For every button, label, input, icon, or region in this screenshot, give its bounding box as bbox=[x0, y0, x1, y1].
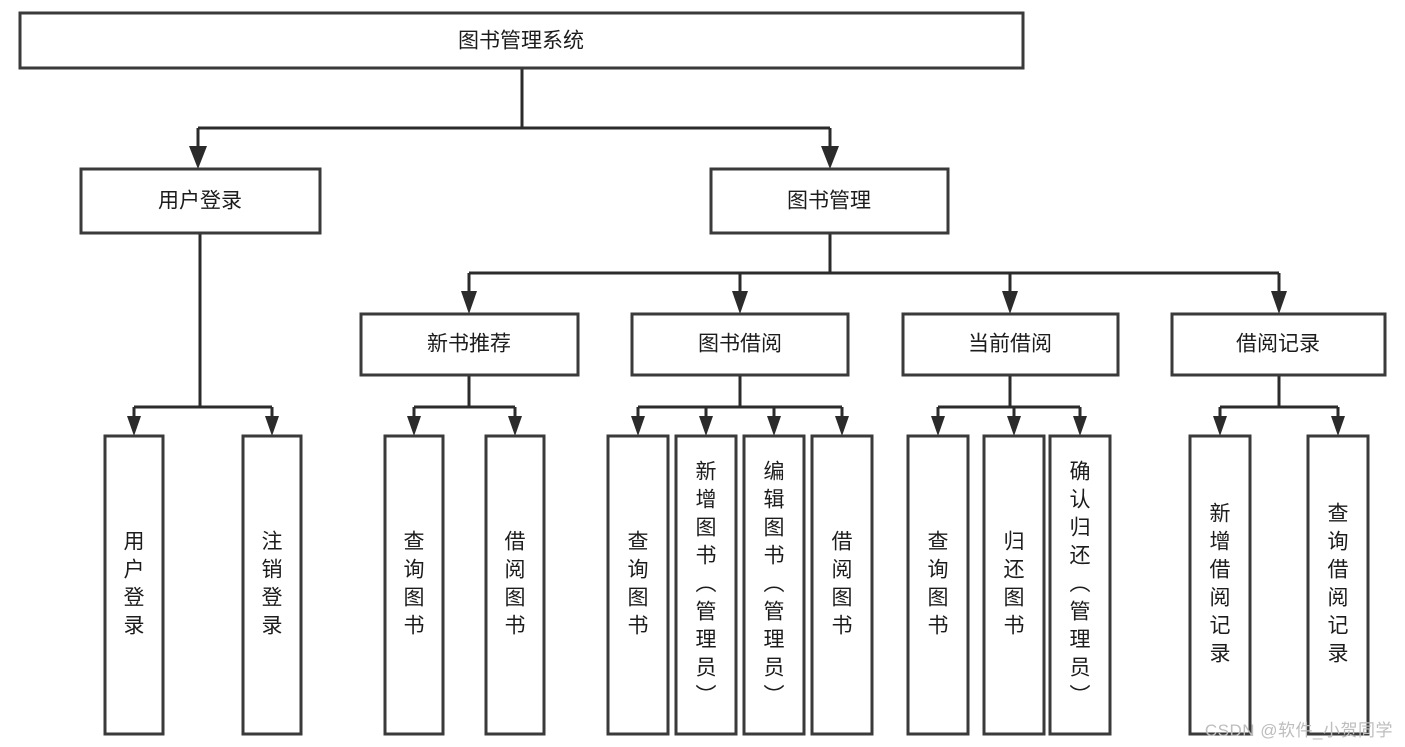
node-label-new-book-recommend: 新书推荐 bbox=[427, 333, 511, 356]
leaf-box-bb-add-book[interactable] bbox=[674, 434, 738, 736]
leaf-label-bb-query-book: 查询图书 bbox=[628, 531, 649, 638]
edge-newbook-to-leaves bbox=[407, 375, 522, 436]
edge-root-to-level2 bbox=[189, 68, 839, 169]
leaf-label-br-query-record: 查询借阅记录 bbox=[1328, 503, 1349, 666]
csdn-watermark: CSDN @软件_小贺同学 bbox=[1204, 721, 1393, 740]
leaf-cb-query-book[interactable]: 查询图书 bbox=[906, 434, 970, 736]
leaf-label-cb-return-book: 归还图书 bbox=[1004, 531, 1025, 638]
leaf-box-cb-confirm-return[interactable] bbox=[1048, 434, 1112, 736]
leaf-box-cb-query-book[interactable] bbox=[906, 434, 970, 736]
leaf-box-br-query-record[interactable] bbox=[1306, 434, 1370, 736]
node-label-root: 图书管理系统 bbox=[458, 30, 584, 53]
leaf-cb-return-book[interactable]: 归还图书 bbox=[982, 434, 1046, 736]
leaf-box-bb-borrow-book[interactable] bbox=[810, 434, 874, 736]
leaf-box-cb-return-book[interactable] bbox=[982, 434, 1046, 736]
leaf-label-bb-edit-book: 编辑图书︵管理员︶ bbox=[764, 461, 785, 708]
leaf-label-br-add-record: 新增借阅记录 bbox=[1210, 503, 1231, 666]
node-root-system[interactable]: 图书管理系统 bbox=[18, 11, 1025, 70]
arrow-to-leaf-logout bbox=[265, 416, 279, 436]
leaf-newbook-query-book[interactable]: 查询图书 bbox=[383, 434, 445, 736]
edge-borrowrecord-to-leaves bbox=[1213, 375, 1345, 436]
arrow-to-bb-edit bbox=[767, 416, 781, 436]
node-box-book-borrow[interactable] bbox=[630, 312, 850, 377]
node-label-user-login: 用户登录 bbox=[158, 190, 242, 213]
arrow-to-borrow-book bbox=[732, 291, 748, 314]
arrow-to-borrow-record bbox=[1271, 291, 1287, 314]
leaf-logout[interactable]: 注销登录 bbox=[241, 434, 303, 736]
arrow-to-book-mgmt bbox=[821, 146, 839, 169]
leaf-newbook-borrow-book[interactable]: 借阅图书 bbox=[484, 434, 546, 736]
leaf-label-cb-confirm-return: 确认归还︵管理员︶ bbox=[1070, 461, 1091, 708]
edge-userlogin-to-leaves bbox=[127, 233, 279, 436]
leaf-bb-edit-book[interactable]: 编辑图书︵管理员︶ bbox=[742, 434, 806, 736]
leaf-bb-add-book[interactable]: 新增图书︵管理员︶ bbox=[674, 434, 738, 736]
edge-currentborrow-to-leaves bbox=[931, 375, 1087, 436]
arrow-to-br-query bbox=[1331, 416, 1345, 436]
leaf-label-newbook-query-book: 查询图书 bbox=[404, 531, 425, 638]
arrow-to-bb-query bbox=[631, 416, 645, 436]
edge-bookmgmt-to-level3 bbox=[461, 233, 1287, 314]
node-label-book-borrow: 图书借阅 bbox=[698, 333, 782, 356]
node-box-borrow-record[interactable] bbox=[1170, 312, 1387, 377]
arrow-to-current-borrow bbox=[1002, 291, 1018, 314]
arrow-to-br-add bbox=[1213, 416, 1227, 436]
arrow-to-cb-return bbox=[1007, 416, 1021, 436]
leaf-box-user-login[interactable] bbox=[103, 434, 165, 736]
node-box-current-borrow[interactable] bbox=[901, 312, 1120, 377]
leaf-box-logout[interactable] bbox=[241, 434, 303, 736]
leaf-box-br-add-record[interactable] bbox=[1188, 434, 1252, 736]
node-book-borrow[interactable]: 图书借阅 bbox=[630, 312, 850, 377]
arrow-to-newbook-borrow bbox=[508, 416, 522, 436]
leaf-label-bb-add-book: 新增图书︵管理员︶ bbox=[696, 461, 717, 708]
leaf-bb-borrow-book[interactable]: 借阅图书 bbox=[810, 434, 874, 736]
arrow-to-bb-add bbox=[699, 416, 713, 436]
leaf-br-add-record[interactable]: 新增借阅记录 bbox=[1188, 434, 1252, 736]
leaf-user-login[interactable]: 用户登录 bbox=[103, 434, 165, 736]
leaf-label-logout: 注销登录 bbox=[262, 531, 283, 638]
arrow-to-cb-query bbox=[931, 416, 945, 436]
node-book-management[interactable]: 图书管理 bbox=[709, 167, 950, 235]
leaf-bb-query-book[interactable]: 查询图书 bbox=[606, 434, 670, 736]
arrow-to-bb-borrow bbox=[835, 416, 849, 436]
edge-borrowbook-to-leaves bbox=[631, 375, 849, 436]
node-borrow-record[interactable]: 借阅记录 bbox=[1170, 312, 1387, 377]
leaf-label-newbook-borrow-book: 借阅图书 bbox=[505, 531, 526, 638]
leaf-box-bb-edit-book[interactable] bbox=[742, 434, 806, 736]
node-label-borrow-record: 借阅记录 bbox=[1236, 333, 1320, 356]
node-new-book-recommend[interactable]: 新书推荐 bbox=[359, 312, 580, 377]
leaf-label-cb-query-book: 查询图书 bbox=[928, 531, 949, 638]
node-box-root[interactable] bbox=[18, 11, 1025, 70]
leaf-label-bb-borrow-book: 借阅图书 bbox=[832, 531, 853, 638]
arrow-to-user-login bbox=[189, 146, 207, 169]
node-box-new-book-recommend[interactable] bbox=[359, 312, 580, 377]
leaf-box-newbook-query-book[interactable] bbox=[383, 434, 445, 736]
connector-layer bbox=[127, 68, 1345, 436]
leaf-box-bb-query-book[interactable] bbox=[606, 434, 670, 736]
arrow-to-new-book bbox=[461, 291, 477, 314]
node-current-borrow[interactable]: 当前借阅 bbox=[901, 312, 1120, 377]
arrow-to-cb-confirm bbox=[1073, 416, 1087, 436]
leaf-box-newbook-borrow-book[interactable] bbox=[484, 434, 546, 736]
arrow-to-leaf-user-login bbox=[127, 416, 141, 436]
node-label-current-borrow: 当前借阅 bbox=[968, 333, 1052, 356]
node-box-book-management[interactable] bbox=[709, 167, 950, 235]
node-user-login[interactable]: 用户登录 bbox=[79, 167, 322, 235]
node-label-book-management: 图书管理 bbox=[787, 190, 871, 213]
node-box-user-login[interactable] bbox=[79, 167, 322, 235]
leaf-cb-confirm-return[interactable]: 确认归还︵管理员︶ bbox=[1048, 434, 1112, 736]
arrow-to-newbook-query bbox=[407, 416, 421, 436]
leaf-br-query-record[interactable]: 查询借阅记录 bbox=[1306, 434, 1370, 736]
leaf-label-user-login: 用户登录 bbox=[124, 531, 145, 638]
